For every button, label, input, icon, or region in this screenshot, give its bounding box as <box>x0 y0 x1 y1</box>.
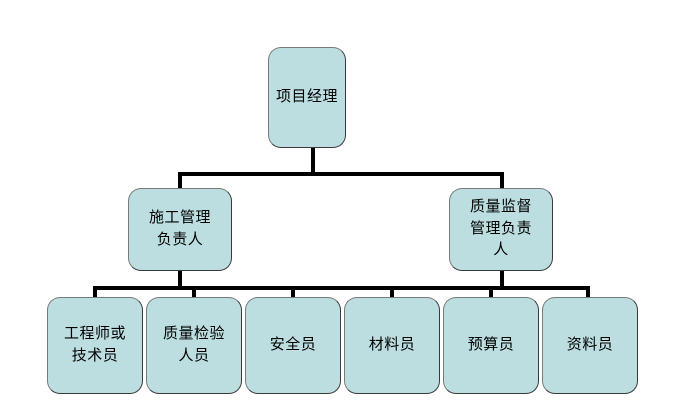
connector-mid-left-stem <box>178 271 182 289</box>
org-node-budget-officer[interactable]: 预算员 <box>443 297 539 394</box>
org-node-label: 项目经理 <box>275 88 338 105</box>
connector-drop-leaf-6 <box>586 286 590 299</box>
org-node-label: 资料员 <box>566 336 614 353</box>
org-node-documentation-officer[interactable]: 资料员 <box>542 297 638 394</box>
org-node-quality-inspector[interactable]: 质量检验 人员 <box>146 297 242 394</box>
org-node-safety-officer[interactable]: 安全员 <box>245 297 341 394</box>
connector-level3-bus <box>93 286 590 290</box>
connector-drop-mid-right <box>500 172 504 189</box>
org-node-engineer-or-technician[interactable]: 工程师或 技术员 <box>47 297 143 394</box>
org-node-label: 预算员 <box>467 336 515 353</box>
org-node-label: 材料员 <box>368 336 416 353</box>
connector-drop-leaf-3 <box>291 286 295 299</box>
org-node-label: 质量监督 管理负责 人 <box>469 198 532 259</box>
connector-drop-leaf-1 <box>93 286 97 299</box>
org-node-label: 工程师或 技术员 <box>63 325 126 364</box>
org-node-label: 安全员 <box>269 336 317 353</box>
connector-drop-leaf-5 <box>489 286 493 299</box>
org-node-label: 质量检验 人员 <box>162 325 225 364</box>
org-node-project-manager[interactable]: 项目经理 <box>268 47 346 148</box>
connector-drop-mid-left <box>178 172 182 189</box>
org-node-materials-officer[interactable]: 材料员 <box>344 297 440 394</box>
org-node-construction-management-lead[interactable]: 施工管理 负责人 <box>128 188 232 271</box>
connector-level2-bus <box>178 172 504 176</box>
connector-drop-leaf-2 <box>192 286 196 299</box>
connector-mid-right-stem <box>500 271 504 289</box>
org-node-quality-supervision-lead[interactable]: 质量监督 管理负责 人 <box>449 188 553 271</box>
org-node-label: 施工管理 负责人 <box>148 209 211 248</box>
connector-root-stem <box>311 148 315 176</box>
connector-drop-leaf-4 <box>390 286 394 299</box>
